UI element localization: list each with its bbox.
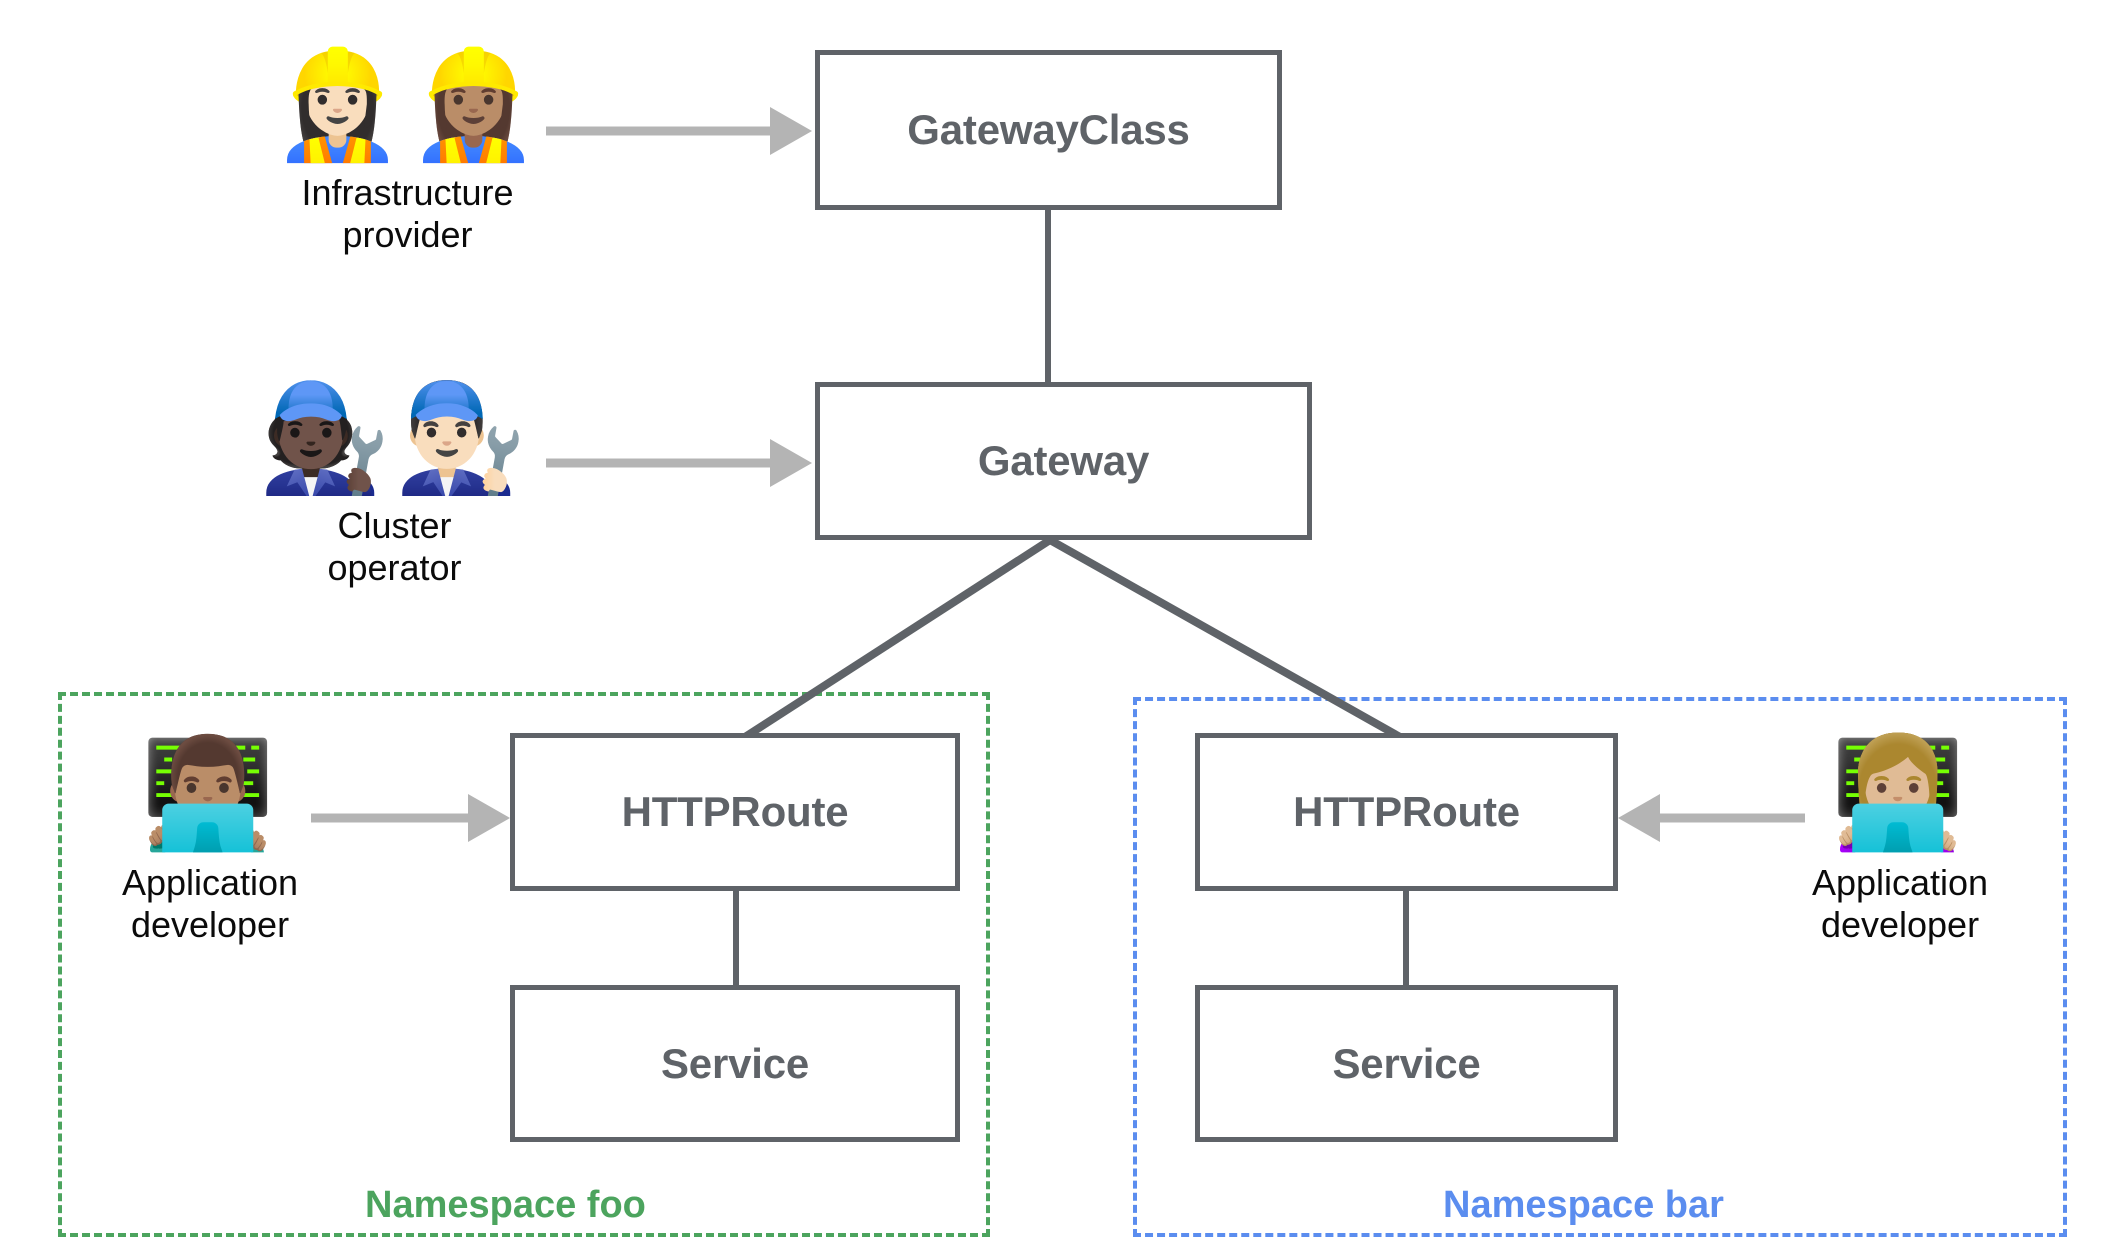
node-service-bar-label: Service (1332, 1039, 1481, 1087)
actor-cluster-operator: 🧑🏿‍🔧👨🏻‍🔧 Cluster operator (259, 385, 527, 589)
technologist-woman-icon: 👩🏼‍💻 (1830, 731, 1970, 856)
node-gateway-label: Gateway (977, 437, 1150, 484)
node-service-foo[interactable]: Service (510, 985, 960, 1142)
namespace-foo-label: Namespace foo (365, 1184, 646, 1226)
node-gatewayclass[interactable]: GatewayClass (815, 50, 1282, 210)
node-httproute-foo[interactable]: HTTPRoute (510, 733, 960, 891)
node-service-bar[interactable]: Service (1195, 985, 1618, 1142)
construction-worker-icons: 👷🏻‍♀️👷🏽‍♀️ (271, 43, 544, 166)
actor-application-developer-bar: 👩🏼‍💻 Application developer (1790, 740, 2010, 946)
node-gateway[interactable]: Gateway (815, 382, 1312, 540)
node-httproute-bar-label: HTTPRoute (1293, 788, 1520, 835)
arrow-cluster-operator (546, 439, 812, 487)
namespace-bar-container (1133, 697, 2067, 1237)
node-httproute-bar[interactable]: HTTPRoute (1195, 733, 1618, 891)
actor-application-developer-foo-caption: Application developer (121, 862, 299, 946)
namespace-bar-label: Namespace bar (1443, 1184, 1724, 1226)
node-service-foo-label: Service (660, 1039, 810, 1087)
mechanic-icons: 🧑🏿‍🔧👨🏻‍🔧 (258, 376, 531, 499)
actor-application-developer-foo: 👨🏽‍💻 Application developer (100, 740, 320, 946)
namespace-foo-container (58, 692, 990, 1237)
node-httproute-foo-label: HTTPRoute (621, 788, 849, 835)
arrow-infrastructure-provider (546, 107, 812, 155)
actor-cluster-operator-caption: Cluster operator (327, 505, 462, 589)
actor-infrastructure-provider-caption: Infrastructure provider (301, 172, 514, 256)
node-gatewayclass-label: GatewayClass (907, 106, 1190, 153)
actor-infrastructure-provider: 👷🏻‍♀️👷🏽‍♀️ Infrastructure provider (272, 52, 540, 256)
actor-application-developer-bar-caption: Application developer (1811, 862, 1989, 946)
technologist-man-icon: 👨🏽‍💻 (140, 731, 280, 856)
